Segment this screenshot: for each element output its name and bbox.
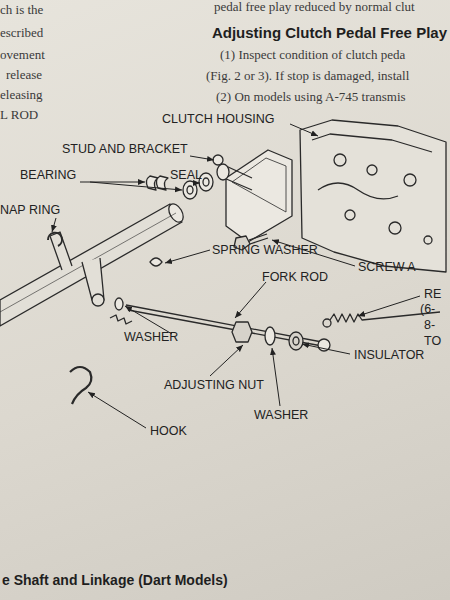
- body-text: (2) On models using A-745 transmis: [216, 90, 406, 105]
- body-text: release: [6, 68, 42, 83]
- spring-washer: [150, 258, 162, 266]
- hook: [70, 367, 91, 404]
- part-label: CLUTCH HOUSING: [162, 112, 275, 126]
- bearing: [183, 181, 197, 199]
- part-label: NAP RING: [0, 203, 60, 217]
- body-text: escribed: [0, 26, 43, 41]
- part-label: STUD AND BRACKET: [62, 142, 188, 156]
- body-text: (1) Inspect condition of clutch peda: [220, 48, 405, 63]
- body-text: ch is the: [0, 3, 43, 18]
- section-heading: Adjusting Clutch Pedal Free Play: [212, 24, 447, 41]
- part-label: SEAL: [170, 168, 202, 182]
- stud-bracket: [226, 150, 292, 242]
- part-label: SPRING WASHER: [212, 243, 318, 257]
- body-text: L ROD: [0, 108, 38, 123]
- adjusting-nut: [232, 322, 252, 342]
- part-label: ADJUSTING NUT: [164, 378, 264, 392]
- clutch-housing: [300, 120, 446, 272]
- insulator: [289, 332, 303, 350]
- part-label: WASHER: [124, 330, 178, 344]
- part-label: RE: [424, 287, 441, 301]
- leader-lines: [52, 124, 420, 428]
- part-label: BEARING: [20, 168, 76, 182]
- figure-caption: e Shaft and Linkage (Dart Models): [2, 572, 228, 588]
- body-text: eleasing: [0, 88, 43, 103]
- part-label: TO: [424, 334, 441, 348]
- washer: [115, 298, 123, 310]
- cross-shaft: [0, 204, 182, 326]
- body-text: pedal free play reduced by normal clut: [214, 0, 415, 15]
- part-label: INSULATOR: [354, 348, 424, 362]
- snap-ring: [48, 233, 62, 246]
- lever-arm: [82, 258, 104, 300]
- washer: [265, 327, 275, 345]
- body-text: ovement: [0, 48, 45, 63]
- body-text: (Fig. 2 or 3). If stop is damaged, insta…: [206, 69, 409, 84]
- part-label: WASHER: [254, 408, 308, 422]
- part-label: 8-: [424, 318, 435, 332]
- part-label: (6-: [420, 302, 435, 316]
- part-label: FORK ROD: [262, 270, 328, 284]
- part-label: SCREW A: [358, 260, 416, 274]
- part-label: HOOK: [150, 424, 187, 438]
- spring: [110, 315, 132, 324]
